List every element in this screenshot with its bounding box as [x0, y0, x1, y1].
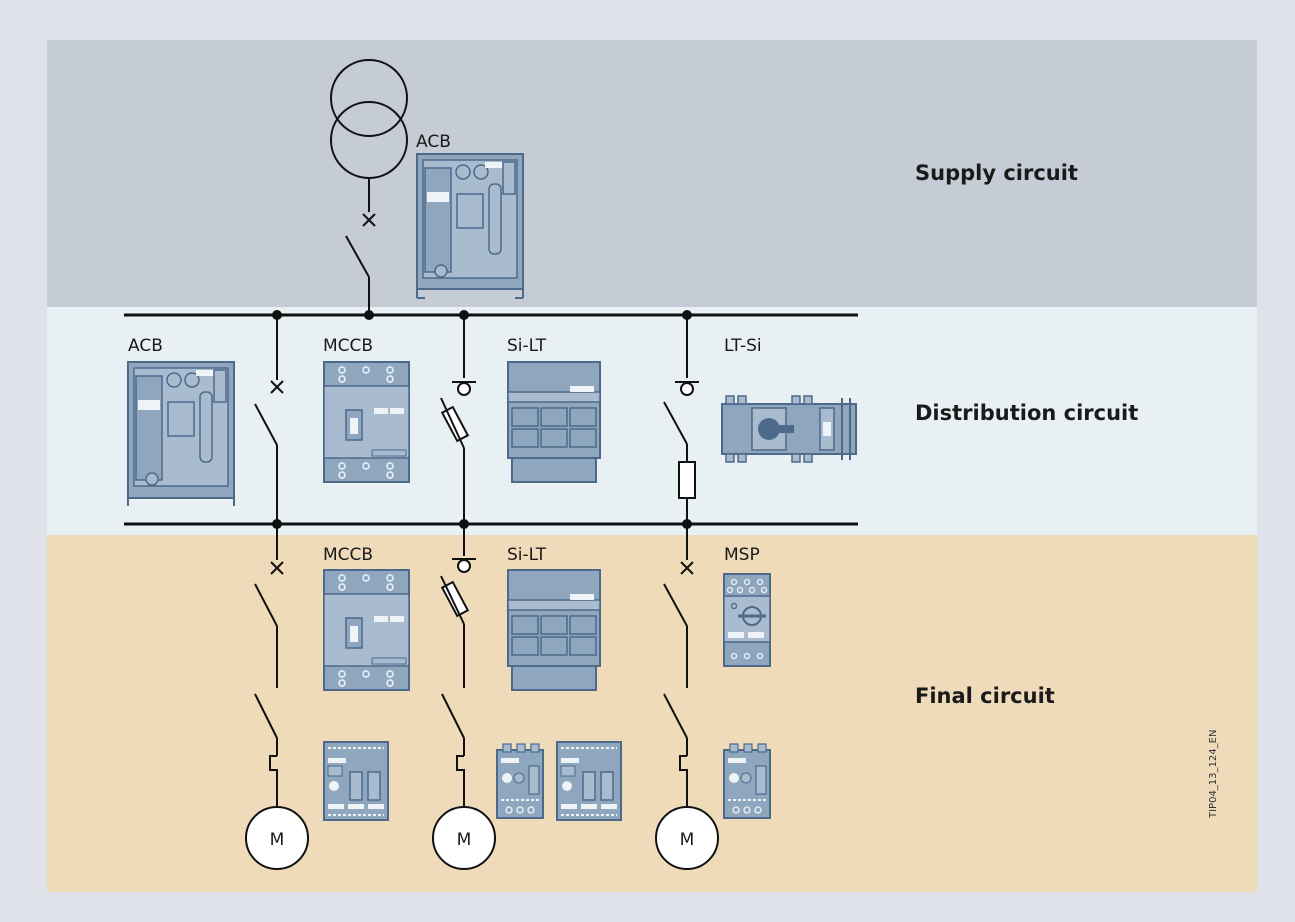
- final-msp-symbol: [663, 524, 694, 688]
- motor-label: M: [270, 830, 285, 850]
- final-msp-label: MSP: [724, 545, 760, 565]
- dist-acb-label: ACB: [128, 336, 163, 356]
- final-circuit-label: Final circuit: [915, 684, 1055, 708]
- contactor-overload-relay-icon: [323, 741, 389, 821]
- dist-lt-si-label: LT-Si: [724, 336, 762, 356]
- overload-relay-icon: [723, 743, 771, 819]
- motor-icon: M: [655, 806, 719, 870]
- final-si-lt-label: Si-LT: [507, 545, 547, 565]
- final-fuse-switch-symbol: [440, 524, 476, 688]
- distribution-circuit-band: [47, 307, 1257, 535]
- supply-circuit-label: Supply circuit: [915, 161, 1078, 185]
- motor-icon: M: [245, 806, 309, 870]
- lt-si-device-icon: [721, 395, 857, 463]
- final-contactor-overload-symbol-2: [441, 693, 465, 814]
- si-lt-device-icon: [507, 361, 601, 483]
- msp-device-icon: [723, 573, 771, 667]
- supply-acb-label: ACB: [416, 132, 451, 152]
- dist-switch-disconnector-fuse-symbol: [663, 315, 699, 524]
- final-breaker-symbol-1: [254, 524, 284, 688]
- si-lt-device-icon: [507, 569, 601, 691]
- supply-circuit-band: [47, 40, 1257, 307]
- transformer-icon: [330, 59, 408, 212]
- supply-breaker-symbol: [345, 213, 376, 315]
- dist-breaker-symbol: [254, 315, 284, 524]
- acb-device-icon: [416, 153, 524, 299]
- mccb-device-icon: [323, 361, 410, 483]
- dist-fuse-switch-symbol: [440, 315, 476, 524]
- contactor-overload-relay-icon: [556, 741, 622, 821]
- final-mccb-label: MCCB: [323, 545, 374, 565]
- final-contactor-overload-symbol-1: [254, 693, 278, 814]
- acb-device-icon: [127, 361, 235, 506]
- overload-relay-icon: [496, 743, 544, 819]
- mccb-device-icon: [323, 569, 410, 691]
- motor-label: M: [457, 830, 472, 850]
- motor-label: M: [680, 830, 695, 850]
- distribution-circuit-label: Distribution circuit: [915, 401, 1139, 425]
- dist-mccb-label: MCCB: [323, 336, 374, 356]
- final-contactor-overload-symbol-3: [663, 693, 688, 814]
- motor-icon: M: [432, 806, 496, 870]
- dist-si-lt-label: Si-LT: [507, 336, 547, 356]
- document-id: TIP04_13_124_EN: [1208, 729, 1219, 818]
